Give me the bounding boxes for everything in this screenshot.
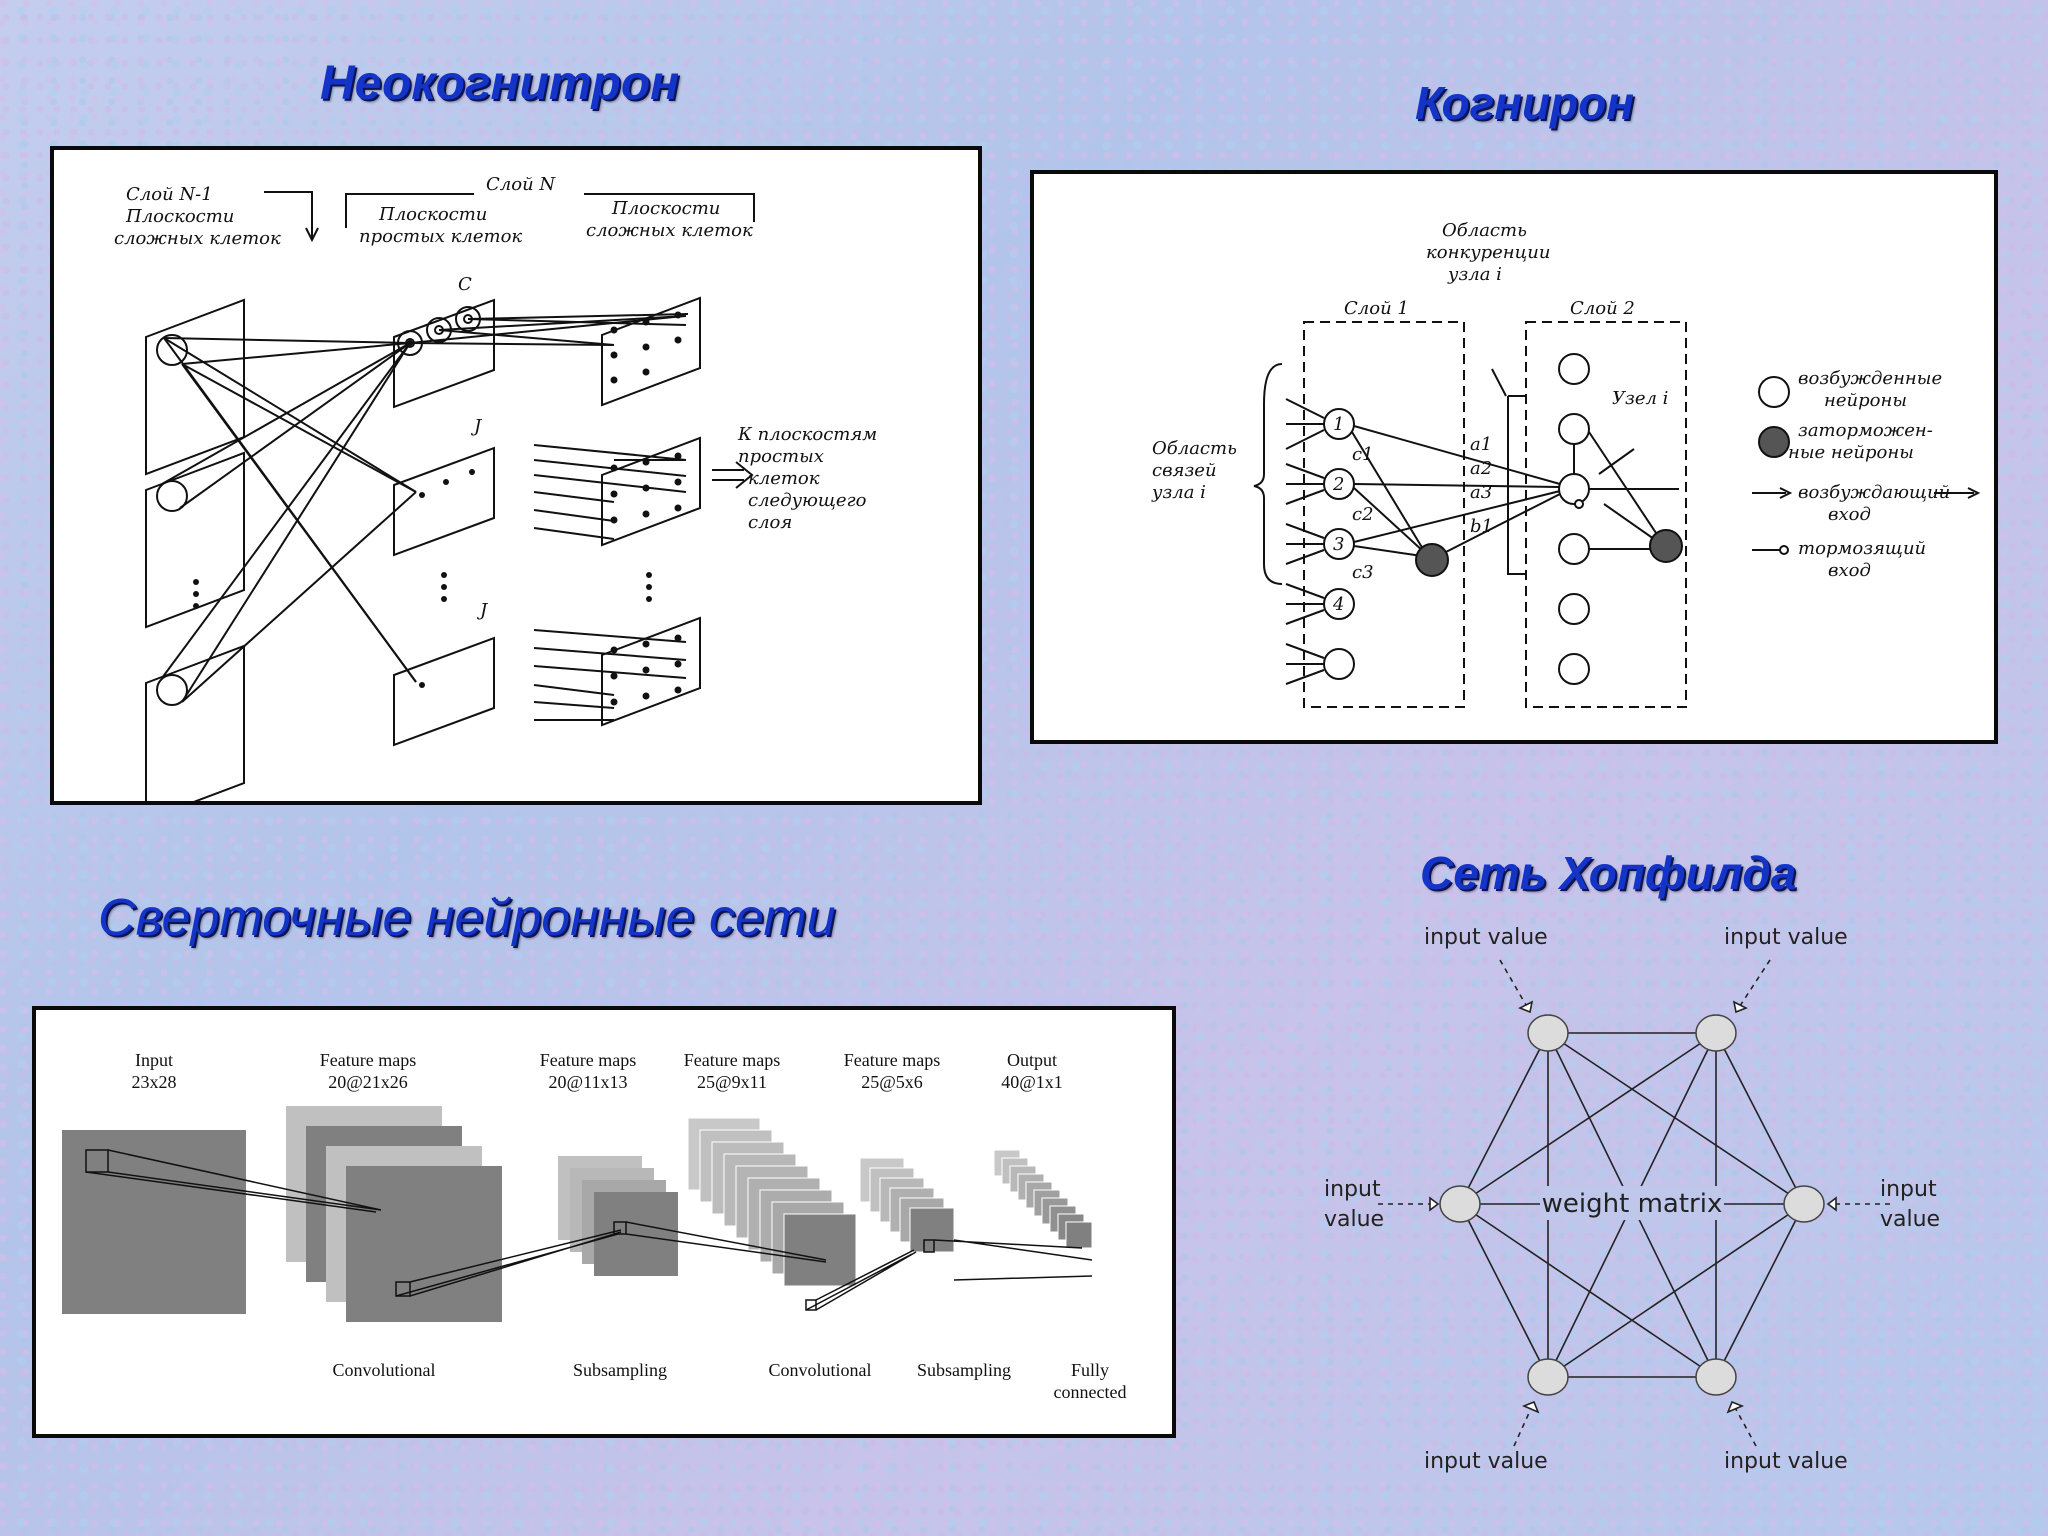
hop-right1: input	[1880, 1177, 1937, 1202]
cnn-s-fc1: Fully	[1071, 1360, 1109, 1380]
cnn-s-sub1: Subsampling	[573, 1360, 667, 1380]
hopfield-diagram: weight matrix input value input value in…	[1324, 925, 1940, 1474]
hopfield-title: Сеть Хопфилда	[1420, 847, 1797, 899]
neo-simple1: Плоскости	[378, 204, 487, 225]
cog-leg-einput2: вход	[1828, 504, 1871, 525]
cnn-h-out1: Output	[1007, 1050, 1057, 1070]
cog-leg-iinput2: вход	[1828, 560, 1871, 581]
cnn-h-fm3b: 25@9x11	[697, 1072, 767, 1092]
neo-layer-prev: Слой N-1	[126, 184, 213, 205]
cog-layer1: Слой 1	[1344, 298, 1409, 319]
hop-center: weight matrix	[1542, 1189, 1723, 1219]
neo-simple2: простых клеток	[359, 226, 522, 247]
hop-left2: value	[1324, 1207, 1384, 1232]
neo-layer-n: Слой N	[486, 174, 556, 195]
cnn-h-fm2b: 20@11x13	[549, 1072, 628, 1092]
neo-next2: простых	[738, 446, 824, 467]
cognitron-title: Когнирон	[1415, 77, 1635, 129]
cnn-h-input1: Input	[135, 1050, 173, 1070]
cog-leg-einput1: возбуждающий	[1798, 482, 1950, 503]
cog-layer2: Слой 2	[1570, 298, 1635, 319]
cnn-s-conv2: Convolutional	[769, 1360, 872, 1380]
cnn-title: Сверточные нейронные сети	[98, 889, 836, 947]
hop-right2: value	[1880, 1207, 1940, 1232]
cog-conn2: связей	[1152, 460, 1217, 481]
neo-complex1: Плоскости	[611, 198, 720, 219]
cnn-h-fm2a: Feature maps	[540, 1050, 636, 1070]
cnn-h-fm4b: 25@5x6	[861, 1072, 923, 1092]
cnn-h-fm3a: Feature maps	[684, 1050, 780, 1070]
cog-comp2: конкуренции	[1426, 242, 1550, 263]
cog-node4: 4	[1332, 594, 1344, 615]
cog-a1: a1	[1470, 434, 1492, 455]
cnn-h-fm4a: Feature maps	[844, 1050, 940, 1070]
neo-next4: следующего	[748, 490, 867, 511]
cog-b1: b1	[1470, 516, 1493, 537]
neo-next5: слоя	[748, 512, 792, 533]
cog-c2: c2	[1352, 504, 1374, 525]
cognitron-diagram: Область конкуренции узла i Слой 1 Слой 2…	[1030, 170, 1998, 744]
cog-c3: c3	[1352, 562, 1374, 583]
cnn-s-conv1: Convolutional	[333, 1360, 436, 1380]
cog-leg-inh2: ные нейроны	[1788, 442, 1914, 463]
neo-label-c: С	[458, 274, 472, 295]
cog-node1: 1	[1333, 414, 1344, 435]
neo-complex2: сложных клеток	[586, 220, 753, 241]
cog-conn1: Область	[1152, 438, 1237, 459]
neocognitron-diagram: Слой N-1 Плоскости сложных клеток Слой N…	[50, 146, 982, 805]
cog-leg-exc2: нейроны	[1824, 390, 1907, 411]
cnn-s-sub2: Subsampling	[917, 1360, 1011, 1380]
cog-c1: c1	[1352, 444, 1374, 465]
cog-conn3: узла i	[1151, 482, 1206, 503]
cnn-h-out2: 40@1x1	[1001, 1072, 1063, 1092]
hop-top-left: input value	[1424, 925, 1548, 950]
hop-bottom-left: input value	[1424, 1449, 1548, 1474]
cog-node3: 3	[1333, 534, 1344, 555]
hop-top-right: input value	[1724, 925, 1848, 950]
neocognitron-title: Неокогнитрон	[320, 57, 680, 110]
neo-label-j1: J	[470, 416, 483, 437]
cog-a2: a2	[1470, 458, 1492, 479]
cog-a3: a3	[1470, 482, 1492, 503]
neo-next1: К плоскостям	[737, 424, 877, 445]
neo-next3: клеток	[748, 468, 820, 489]
cog-leg-iinput1: тормозящий	[1798, 538, 1926, 559]
neo-layer-prev-sub2: сложных клеток	[114, 228, 281, 249]
cnn-diagram: Input 23x28 Feature maps 20@21x26 Featur…	[32, 1006, 1176, 1438]
cnn-s-fc2: connected	[1054, 1382, 1127, 1402]
cnn-h-fm1a: Feature maps	[320, 1050, 416, 1070]
cnn-h-fm1b: 20@21x26	[328, 1072, 408, 1092]
cnn-h-input2: 23x28	[132, 1072, 177, 1092]
hop-bottom-right: input value	[1724, 1449, 1848, 1474]
cog-comp1: Область	[1442, 220, 1527, 241]
cog-node-i: Узел i	[1612, 388, 1668, 409]
neo-label-j2: J	[476, 600, 489, 621]
cog-node2: 2	[1332, 474, 1344, 495]
cog-leg-inh1: заторможен-	[1798, 420, 1933, 441]
cog-comp3: узла i	[1447, 264, 1502, 285]
hop-left1: input	[1324, 1177, 1381, 1202]
neo-layer-prev-sub1: Плоскости	[125, 206, 234, 227]
cog-leg-exc1: возбужденные	[1798, 368, 1942, 389]
